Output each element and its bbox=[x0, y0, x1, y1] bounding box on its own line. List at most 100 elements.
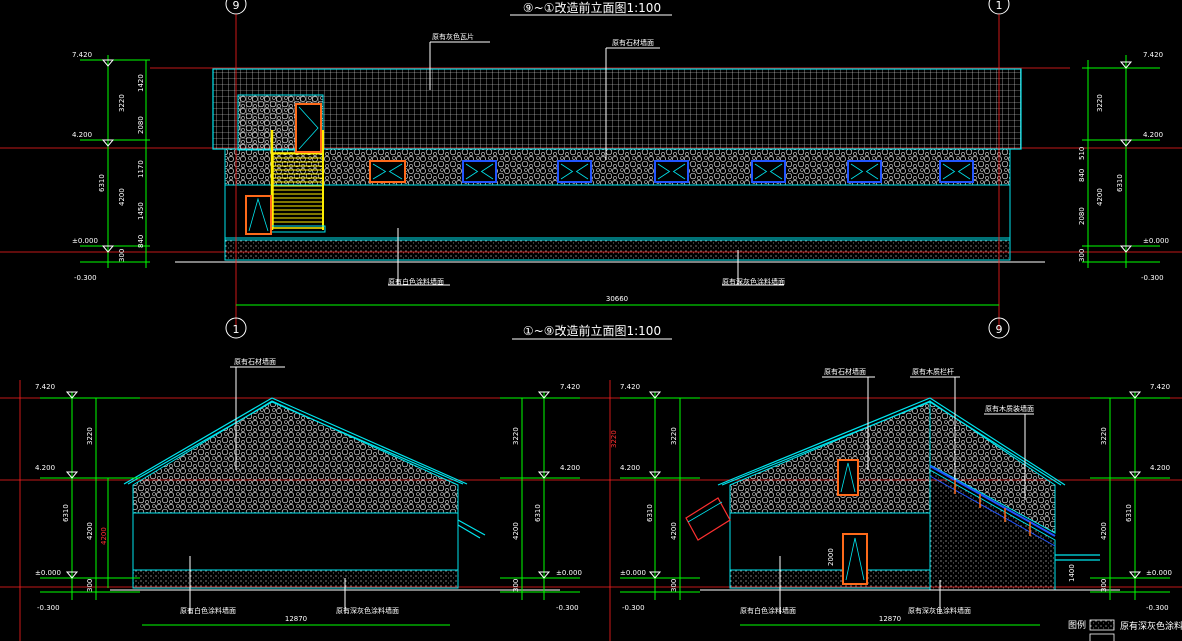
gable-stone bbox=[132, 400, 459, 514]
window-swing bbox=[850, 163, 879, 180]
elev-label: ±0.000 bbox=[620, 569, 646, 577]
dim-label: 2080 bbox=[1078, 207, 1086, 225]
dim-30660: 30660 bbox=[606, 295, 628, 303]
gable-window bbox=[837, 459, 859, 496]
dim-label: 300 bbox=[1078, 249, 1086, 262]
dim-label: 840 bbox=[1078, 169, 1086, 182]
label-grey: 原有深灰色涂料墙面 bbox=[336, 606, 399, 615]
grey-plinth bbox=[132, 569, 459, 589]
dim-label: 4200 bbox=[670, 522, 678, 540]
grey-plinth bbox=[729, 569, 931, 589]
legend-swatch bbox=[1089, 619, 1115, 631]
dim-12870: 12870 bbox=[879, 615, 901, 623]
dim-label: 4200 bbox=[1100, 522, 1108, 540]
label-grey: 原有深灰色涂料墙面 bbox=[722, 277, 785, 286]
label-stone: 原有石材墙面 bbox=[234, 357, 276, 366]
dim-label-red: 4200 bbox=[100, 527, 108, 545]
dim-label: 3220 bbox=[1096, 94, 1104, 112]
elev-label: -0.300 bbox=[556, 604, 579, 612]
window bbox=[847, 160, 882, 183]
axis-label: 1 bbox=[996, 0, 1003, 12]
dim-label: 4200 bbox=[86, 522, 94, 540]
window-swing bbox=[560, 163, 589, 180]
door-swing bbox=[248, 197, 269, 232]
elev-label: -0.300 bbox=[74, 274, 97, 282]
dim-label: 2000 bbox=[827, 548, 835, 566]
axis-label: 9 bbox=[996, 323, 1003, 336]
label-white: 原有白色涂料墙面 bbox=[740, 606, 796, 615]
dim-label: 4200 bbox=[512, 522, 520, 540]
dim-label: 6310 bbox=[1125, 504, 1133, 522]
roof-edge bbox=[123, 397, 468, 485]
window-row bbox=[369, 160, 974, 183]
door-swing bbox=[298, 106, 319, 150]
roof-edge bbox=[127, 401, 464, 485]
axis-bubble bbox=[988, 317, 1010, 339]
elev-label: ±0.000 bbox=[72, 237, 98, 245]
dim-label: 510 bbox=[1078, 147, 1086, 160]
gable-stone bbox=[729, 400, 931, 514]
elev-label: ±0.000 bbox=[1146, 569, 1172, 577]
elev-label: 7.420 bbox=[1150, 383, 1170, 391]
elev-label: 7.420 bbox=[620, 383, 640, 391]
label-white: 原有白色涂料墙面 bbox=[180, 606, 236, 615]
elev-label: -0.300 bbox=[1141, 274, 1164, 282]
elev-label: 4.200 bbox=[560, 464, 580, 472]
label-wood-wall: 原有木质装墙面 bbox=[985, 404, 1034, 413]
left-dim-chain bbox=[40, 391, 140, 600]
window bbox=[939, 160, 974, 183]
dim-label: 1400 bbox=[1068, 564, 1076, 582]
left-dim-chain bbox=[80, 55, 150, 268]
dim-label-red: 3220 bbox=[610, 430, 618, 448]
elevation-title: ①~⑨改造前立面图1:100 bbox=[523, 323, 661, 338]
label-grey: 原有深灰色涂料墙面 bbox=[908, 606, 971, 615]
dim-label: 3220 bbox=[1100, 427, 1108, 445]
door-upper bbox=[295, 103, 322, 153]
elev-label: 4.200 bbox=[1143, 131, 1163, 139]
dim-label: 3220 bbox=[86, 427, 94, 445]
elev-label: 4.200 bbox=[72, 131, 92, 139]
legend-swatch bbox=[1089, 633, 1115, 641]
dim-label: 6310 bbox=[98, 174, 106, 192]
elev-label: ±0.000 bbox=[35, 569, 61, 577]
elev-label: -0.300 bbox=[37, 604, 60, 612]
elev-label: ±0.000 bbox=[556, 569, 582, 577]
roof-tiles bbox=[212, 68, 1022, 150]
dim-label: 300 bbox=[118, 249, 126, 262]
window-swing bbox=[465, 163, 494, 180]
dim-label: 300 bbox=[670, 579, 678, 592]
window-swing bbox=[840, 462, 856, 493]
dim-label: 3220 bbox=[670, 427, 678, 445]
elev-label: 4.200 bbox=[1150, 464, 1170, 472]
canopy bbox=[457, 524, 481, 539]
window-swing bbox=[657, 163, 686, 180]
dim-12870: 12870 bbox=[285, 615, 307, 623]
grey-plinth bbox=[224, 237, 1011, 261]
dim-label: 1450 bbox=[137, 202, 145, 220]
dim-label: 300 bbox=[1100, 579, 1108, 592]
window-swing bbox=[942, 163, 971, 180]
top-elevation: 9 1 ⑨~①改造前立面图1:100 原有灰色瓦片 原有石材墙面 原有白色涂料墙… bbox=[0, 0, 1182, 340]
label-tile: 原有灰色瓦片 bbox=[432, 32, 474, 41]
window bbox=[751, 160, 786, 183]
axis-label: 9 bbox=[233, 0, 240, 12]
elev-label: 4.200 bbox=[35, 464, 55, 472]
dim-label: 840 bbox=[137, 235, 145, 248]
dim-label: 4200 bbox=[118, 188, 126, 206]
axis-label: 1 bbox=[233, 323, 240, 336]
right-dim-chain bbox=[500, 391, 580, 600]
legend-title: 图例 bbox=[1068, 619, 1086, 631]
window bbox=[369, 160, 406, 183]
label-stone: 原有石材墙面 bbox=[824, 367, 866, 376]
elev-label: ±0.000 bbox=[1143, 237, 1169, 245]
white-wall bbox=[132, 512, 459, 571]
axis-bubble bbox=[225, 317, 247, 339]
canopy bbox=[457, 519, 486, 536]
elev-label: 4.200 bbox=[620, 464, 640, 472]
elev-label: 7.420 bbox=[35, 383, 55, 391]
window-swing bbox=[754, 163, 783, 180]
dim-label: 1170 bbox=[137, 160, 145, 178]
legend-item: 原有深灰色涂料墙 bbox=[1120, 620, 1182, 632]
gable-stone-right bbox=[929, 400, 1056, 534]
dim-label: 6310 bbox=[646, 504, 654, 522]
